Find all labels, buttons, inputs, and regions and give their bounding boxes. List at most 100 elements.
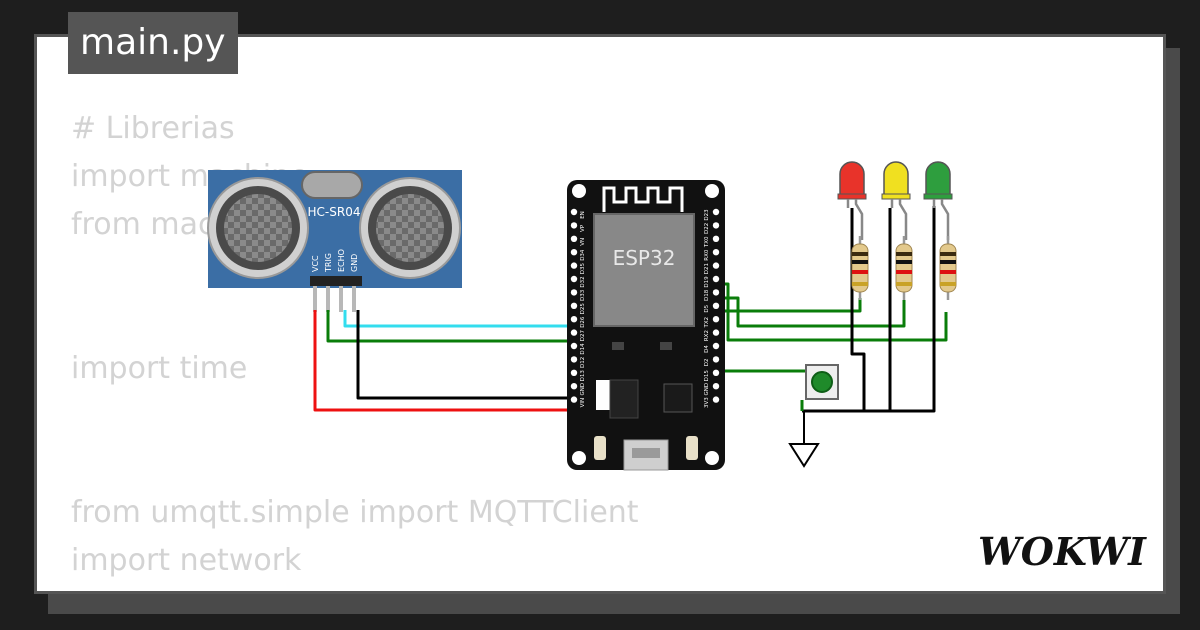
sensor-pin-header bbox=[310, 276, 362, 286]
left-pin-row: ENVPVND34D35D32D33D25D26D27D14D12D13GNDV… bbox=[570, 208, 586, 407]
board-pin-label: D5 bbox=[704, 304, 710, 312]
hc-sr04-sensor[interactable]: HC-SR04 VCC TRIG ECHO GND bbox=[207, 170, 462, 312]
board-pin[interactable] bbox=[570, 249, 578, 256]
led-red[interactable] bbox=[837, 161, 867, 240]
code-line: import time bbox=[71, 351, 248, 386]
board-pin[interactable] bbox=[570, 369, 578, 376]
board-pin[interactable] bbox=[570, 316, 578, 323]
voltage-regulator bbox=[609, 379, 639, 419]
board-pin-label: D25 bbox=[580, 303, 586, 315]
board-pin[interactable] bbox=[570, 289, 578, 296]
board-pin-label: GND bbox=[704, 383, 710, 396]
file-tab[interactable]: main.py bbox=[68, 12, 238, 74]
board-pin[interactable] bbox=[712, 342, 720, 350]
sensor-pin-label: ECHO bbox=[337, 249, 346, 272]
board-pin[interactable] bbox=[570, 302, 578, 309]
mounting-hole bbox=[572, 451, 586, 465]
wire-ground-red[interactable] bbox=[802, 208, 866, 413]
regulator-tab bbox=[596, 380, 612, 410]
board-pin[interactable] bbox=[712, 396, 720, 403]
board-pin[interactable] bbox=[712, 289, 720, 296]
board-pin-label: D27 bbox=[580, 329, 586, 341]
board-pin[interactable] bbox=[712, 316, 720, 323]
board-pin-label: TX2 bbox=[704, 317, 710, 329]
board-pin[interactable] bbox=[712, 356, 720, 363]
wire-gnd[interactable] bbox=[356, 310, 572, 400]
board-pin[interactable] bbox=[712, 329, 720, 336]
resistor[interactable] bbox=[851, 236, 869, 300]
resistor[interactable] bbox=[939, 236, 957, 300]
led-leg bbox=[898, 199, 908, 240]
push-button[interactable] bbox=[805, 364, 839, 400]
board-pin[interactable] bbox=[570, 262, 578, 269]
board-pin-label: VP bbox=[580, 224, 586, 232]
board-pin[interactable] bbox=[570, 275, 578, 283]
wire-led-yellow[interactable] bbox=[712, 296, 906, 328]
board-pin-label: D34 bbox=[580, 249, 586, 261]
board-pin-label: GND bbox=[580, 383, 586, 396]
usb-chip bbox=[663, 383, 693, 413]
led-rim bbox=[881, 193, 911, 200]
board-pin[interactable] bbox=[570, 222, 578, 229]
resistor[interactable] bbox=[895, 236, 913, 300]
wire-trig[interactable] bbox=[326, 310, 572, 343]
resistor-band bbox=[940, 252, 956, 256]
board-pin-label: D23 bbox=[704, 209, 710, 221]
chip-label: ESP32 bbox=[613, 246, 676, 270]
wire-led-red[interactable] bbox=[712, 298, 862, 313]
sensor-pins bbox=[313, 286, 356, 312]
board-pin[interactable] bbox=[712, 302, 720, 309]
button-cap[interactable] bbox=[811, 371, 833, 393]
board-pin-label: TX0 bbox=[704, 236, 710, 248]
board-pin-label: D35 bbox=[580, 262, 586, 274]
board-pin-label: D2 bbox=[704, 359, 710, 367]
board-pin[interactable] bbox=[570, 208, 578, 216]
board-pin[interactable] bbox=[712, 369, 720, 376]
right-pin-row: D23D22TX0RX0D21D19D18D5TX2RX2D4D2D15GND3… bbox=[704, 208, 720, 408]
board-pin[interactable] bbox=[570, 396, 578, 403]
resistor-band bbox=[896, 282, 912, 286]
led-green[interactable] bbox=[923, 161, 953, 240]
board-pin[interactable] bbox=[712, 208, 720, 216]
resistor-band bbox=[896, 252, 912, 256]
reset-button[interactable] bbox=[686, 436, 698, 460]
board-pin[interactable] bbox=[712, 235, 720, 242]
board-pin-label: D26 bbox=[580, 316, 586, 328]
board-pin-label: RX2 bbox=[704, 330, 710, 341]
code-line: from umqtt.simple import MQTTClient bbox=[71, 495, 639, 530]
board-pin-label: D21 bbox=[704, 263, 710, 274]
wire-vcc[interactable] bbox=[313, 310, 572, 412]
usb-port-slot bbox=[632, 448, 660, 458]
board-pin[interactable] bbox=[570, 356, 578, 363]
board-pin[interactable] bbox=[570, 235, 578, 242]
led-yellow[interactable] bbox=[881, 161, 911, 240]
board-pin-label: D33 bbox=[580, 289, 586, 301]
resistor-band bbox=[852, 270, 868, 274]
esp32-board[interactable]: ESP32 ENVPVND34D35D32D33D25D26D27D14D12D… bbox=[567, 180, 725, 471]
led-body bbox=[839, 161, 865, 197]
mounting-hole bbox=[705, 451, 719, 465]
ground-symbol bbox=[788, 443, 820, 468]
board-pin[interactable] bbox=[570, 342, 578, 350]
smd-component bbox=[612, 342, 624, 350]
board-pin[interactable] bbox=[712, 383, 720, 390]
led-leg bbox=[854, 199, 864, 240]
wire-echo[interactable] bbox=[343, 310, 572, 328]
board-pin[interactable] bbox=[712, 275, 720, 283]
board-pin[interactable] bbox=[712, 262, 720, 269]
board-pin[interactable] bbox=[570, 383, 578, 390]
board-pin[interactable] bbox=[712, 222, 720, 229]
wire-ground-green[interactable] bbox=[850, 206, 936, 413]
code-line: # Librerias bbox=[71, 111, 235, 146]
wokwi-logo: WOKWI bbox=[978, 529, 1147, 574]
board-pin-label: D12 bbox=[580, 357, 586, 368]
boot-button[interactable] bbox=[594, 436, 606, 460]
board-pin[interactable] bbox=[570, 329, 578, 336]
board-pin[interactable] bbox=[712, 249, 720, 256]
resistor-group bbox=[851, 236, 957, 300]
code-line: import network bbox=[71, 543, 302, 578]
resistor-band bbox=[896, 260, 912, 264]
antenna-trace bbox=[602, 186, 684, 212]
led-leg bbox=[940, 199, 950, 240]
board-pin-label: 3V3 bbox=[704, 397, 710, 408]
